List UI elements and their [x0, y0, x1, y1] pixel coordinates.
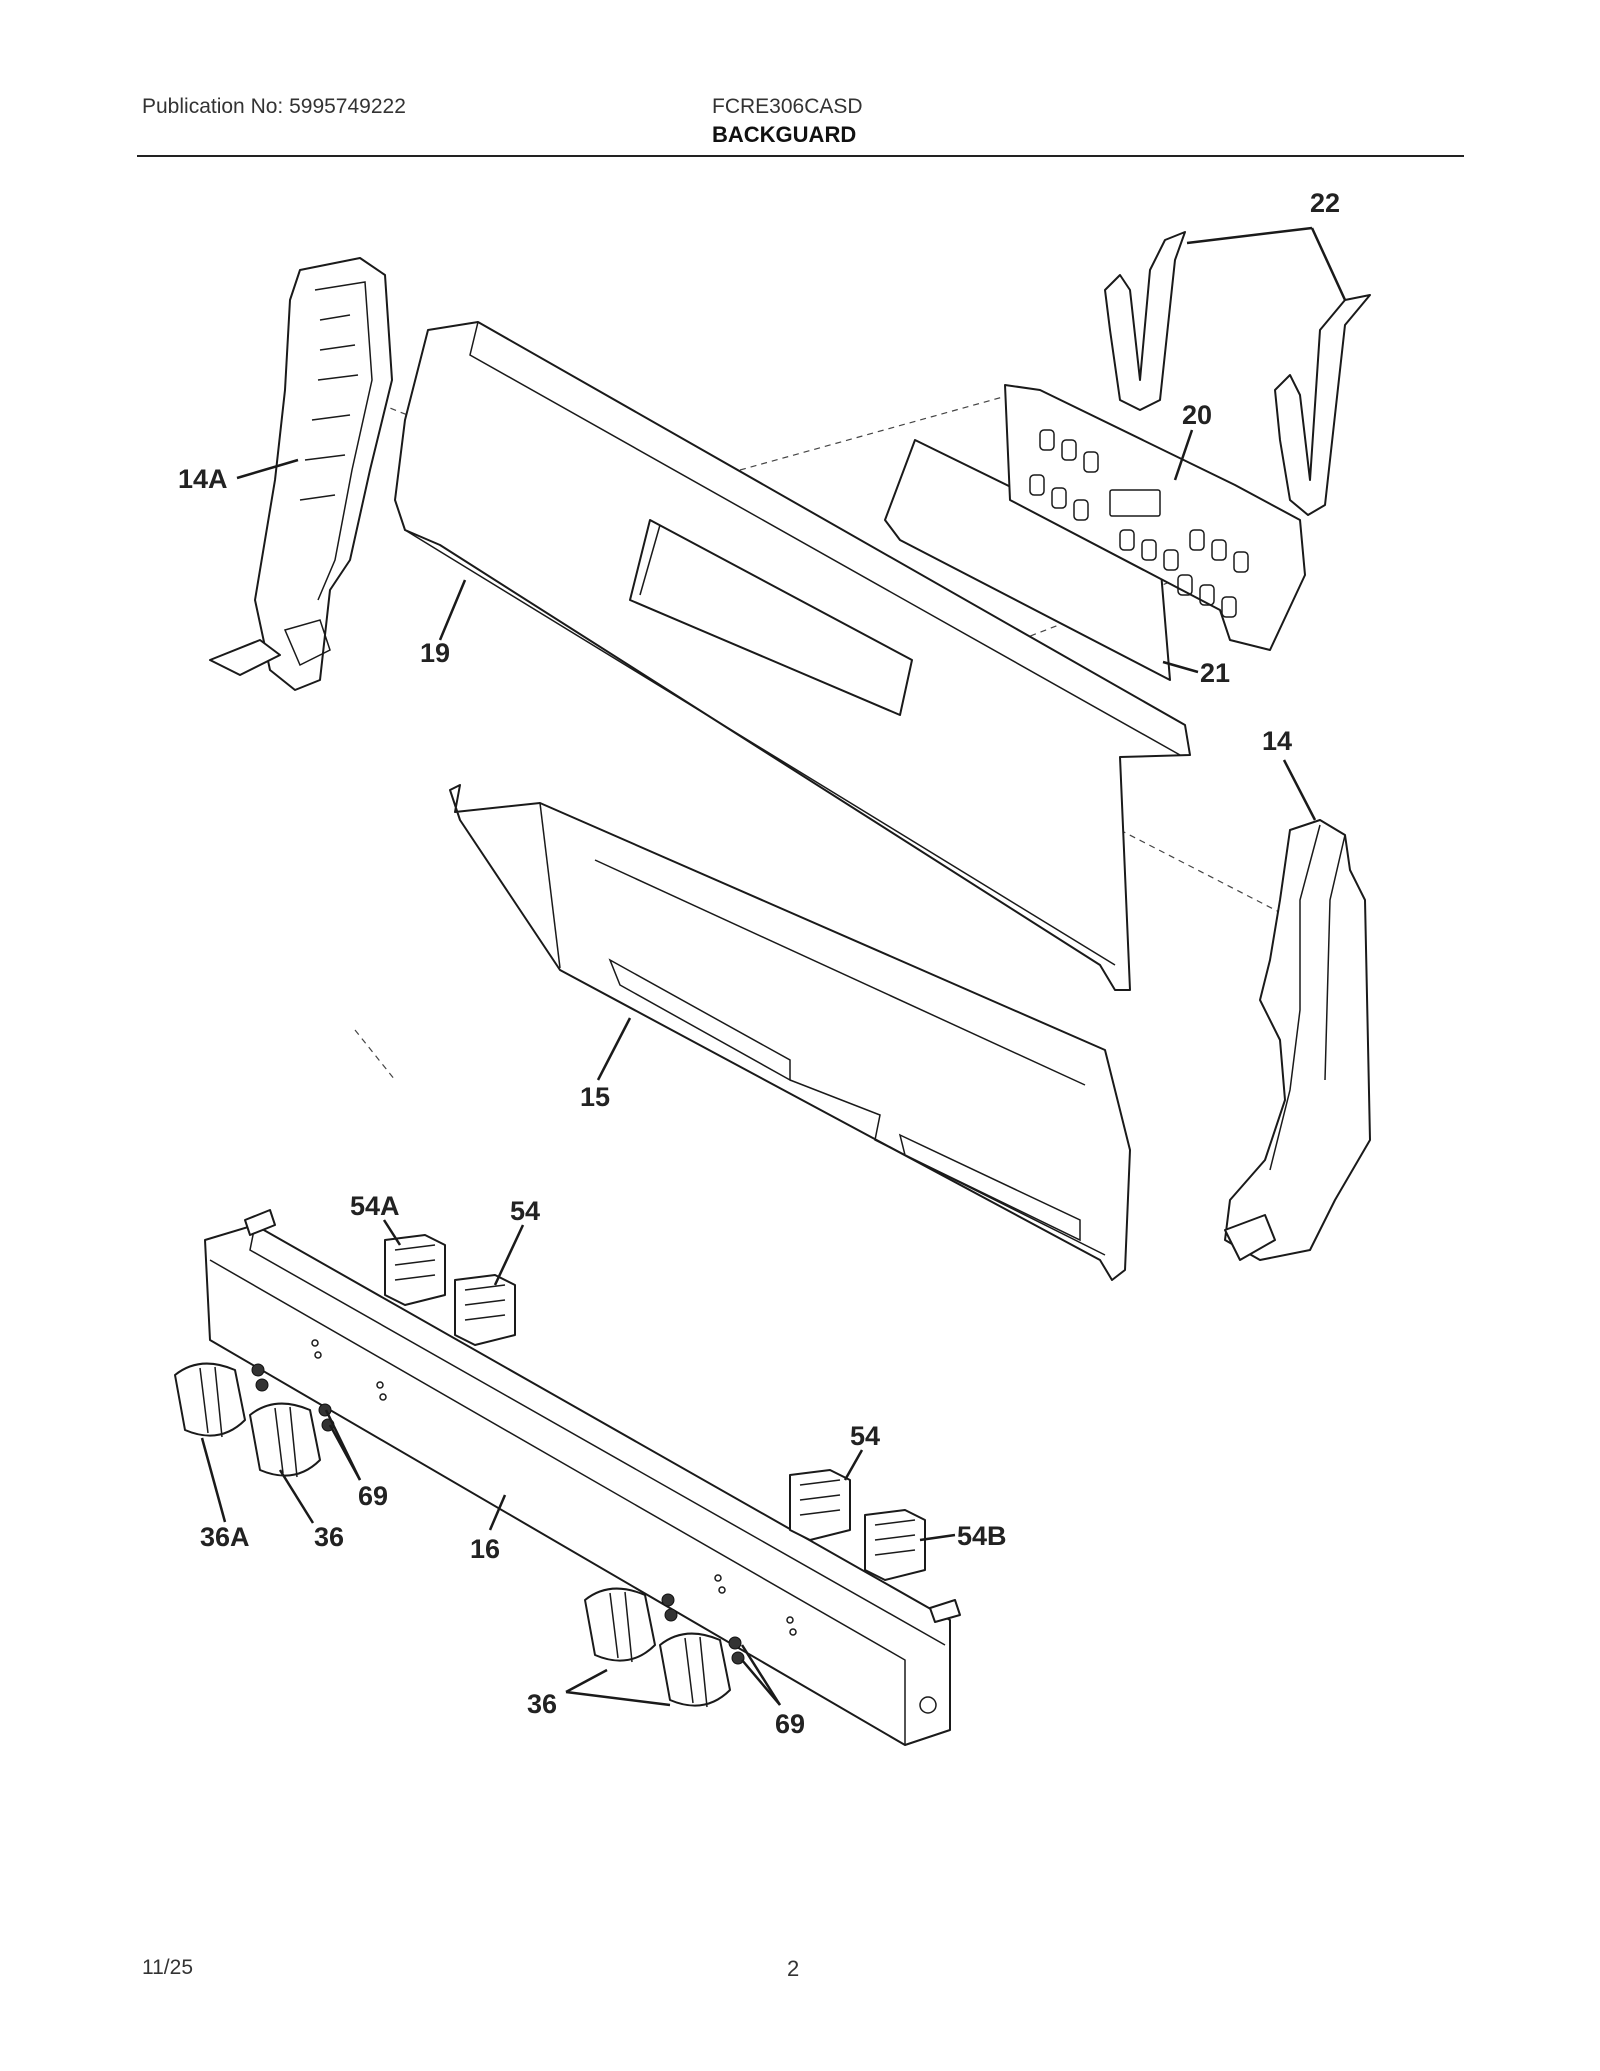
screws-69: [251, 1363, 745, 1665]
left-end-cap-14A: [209, 257, 393, 691]
callout-21: 21: [1200, 658, 1230, 688]
callout-labels: 22 20 14A 19 21 14 15 54A 54 69 36A 36 1…: [178, 188, 1340, 1739]
manifold-panel-16: [204, 1209, 961, 1746]
control-board-20: [1004, 384, 1306, 651]
callout-leaders: [200, 226, 1347, 1707]
header-rule: [137, 155, 1464, 157]
control-panel-19: [394, 321, 1191, 991]
callout-69-bottom: 69: [775, 1709, 805, 1739]
infinite-switch-54A: [384, 1234, 446, 1306]
knob-36A: [174, 1362, 246, 1438]
callout-14: 14: [1262, 726, 1292, 756]
callout-54-right: 54: [850, 1421, 880, 1451]
infinite-switch-54-top: [454, 1274, 516, 1346]
callout-14A: 14A: [178, 464, 228, 494]
callout-54A: 54A: [350, 1191, 400, 1221]
callout-54B: 54B: [957, 1521, 1007, 1551]
callout-36-left: 36: [314, 1522, 344, 1552]
right-end-cap-14: [1224, 819, 1371, 1261]
callout-22: 22: [1310, 188, 1340, 218]
callout-69-left: 69: [358, 1481, 388, 1511]
callout-16: 16: [470, 1534, 500, 1564]
model-number: FCRE306CASD: [712, 95, 863, 118]
page-number: 2: [787, 1956, 800, 1981]
callout-36-bottom: 36: [527, 1689, 557, 1719]
knob-36-bottom-a: [584, 1587, 656, 1663]
callout-20: 20: [1182, 400, 1212, 430]
callout-54-top: 54: [510, 1196, 540, 1226]
section-title: BACKGUARD: [712, 122, 857, 147]
mounting-brackets-22: [1104, 231, 1371, 516]
callout-19: 19: [420, 638, 450, 668]
infinite-switch-54B: [864, 1509, 926, 1581]
rear-panel-15: [449, 784, 1131, 1281]
infinite-switch-54-right: [789, 1469, 851, 1541]
publication-number: Publication No: 5995749222: [142, 95, 406, 118]
footer-date: 11/25: [142, 1956, 193, 1979]
callout-15: 15: [580, 1082, 610, 1112]
knob-36-left: [249, 1402, 321, 1478]
callout-36A: 36A: [200, 1522, 250, 1552]
knob-36-bottom-b: [659, 1632, 731, 1708]
